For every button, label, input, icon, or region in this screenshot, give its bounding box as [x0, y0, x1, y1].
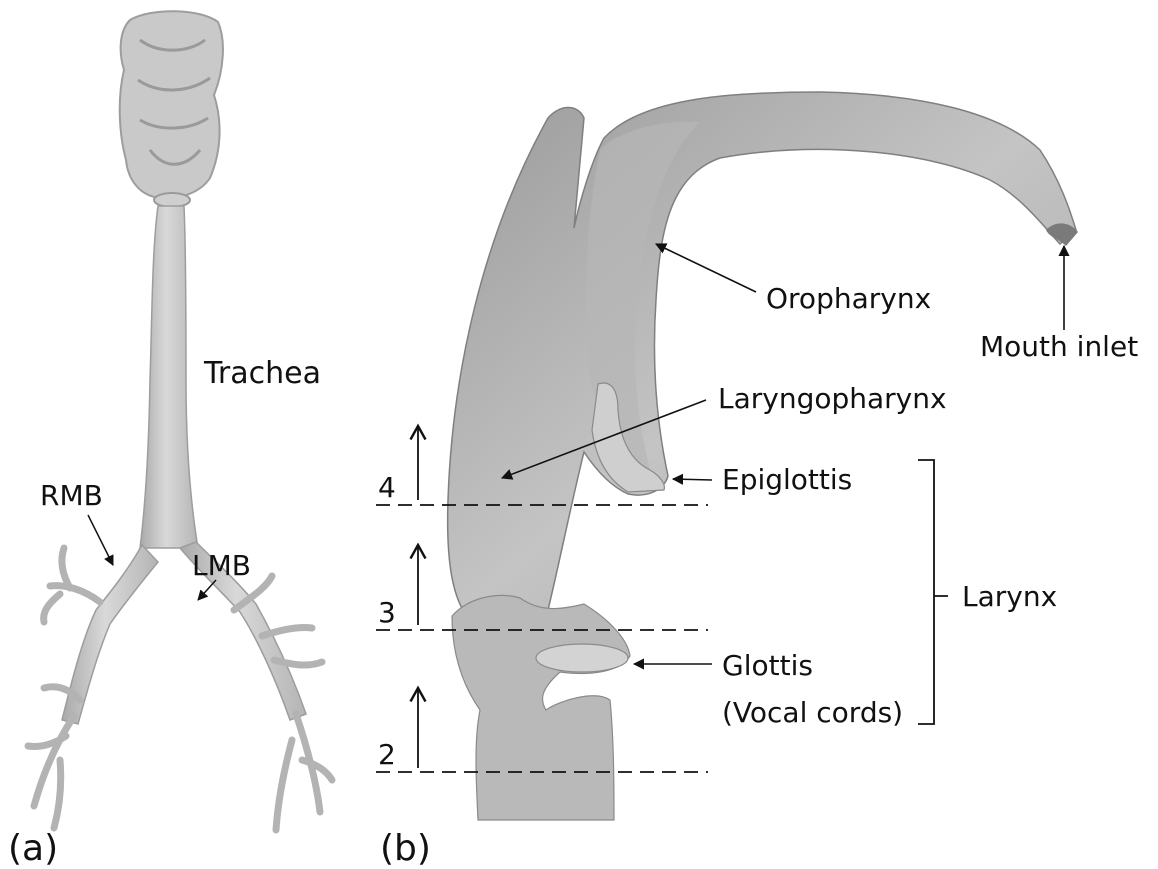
- panel-letter-a: (a): [8, 828, 58, 869]
- label-laryngopharynx: Laryngopharynx: [718, 382, 947, 415]
- label-larynx: Larynx: [962, 580, 1057, 613]
- zone-label-4: 4: [378, 471, 396, 504]
- zone-label-3: 3: [378, 596, 396, 629]
- panel-a-airway-model: [28, 11, 332, 830]
- arrow-lmb: [198, 580, 216, 600]
- arrow-oropharynx: [656, 244, 756, 292]
- label-lmb: LMB: [192, 549, 251, 582]
- label-trachea: Trachea: [203, 356, 321, 391]
- label-rmb: RMB: [40, 479, 103, 512]
- label-epiglottis: Epiglottis: [722, 463, 852, 496]
- larynx-bracket: [918, 460, 948, 724]
- cricoid-ring: [154, 193, 190, 207]
- trachea-tube: [140, 206, 198, 548]
- arrow-epiglottis: [673, 479, 712, 480]
- larynx-block: [120, 11, 223, 198]
- label-mouth-inlet: Mouth inlet: [980, 330, 1138, 363]
- vocal-cords-shape: [536, 644, 628, 672]
- label-oropharynx: Oropharynx: [766, 282, 931, 315]
- label-glottis: Glottis: [722, 649, 813, 682]
- zone-label-2: 2: [378, 738, 396, 771]
- arrow-rmb: [88, 515, 113, 565]
- panel-letter-b: (b): [380, 828, 431, 869]
- label-vocal-cords: (Vocal cords): [722, 696, 903, 729]
